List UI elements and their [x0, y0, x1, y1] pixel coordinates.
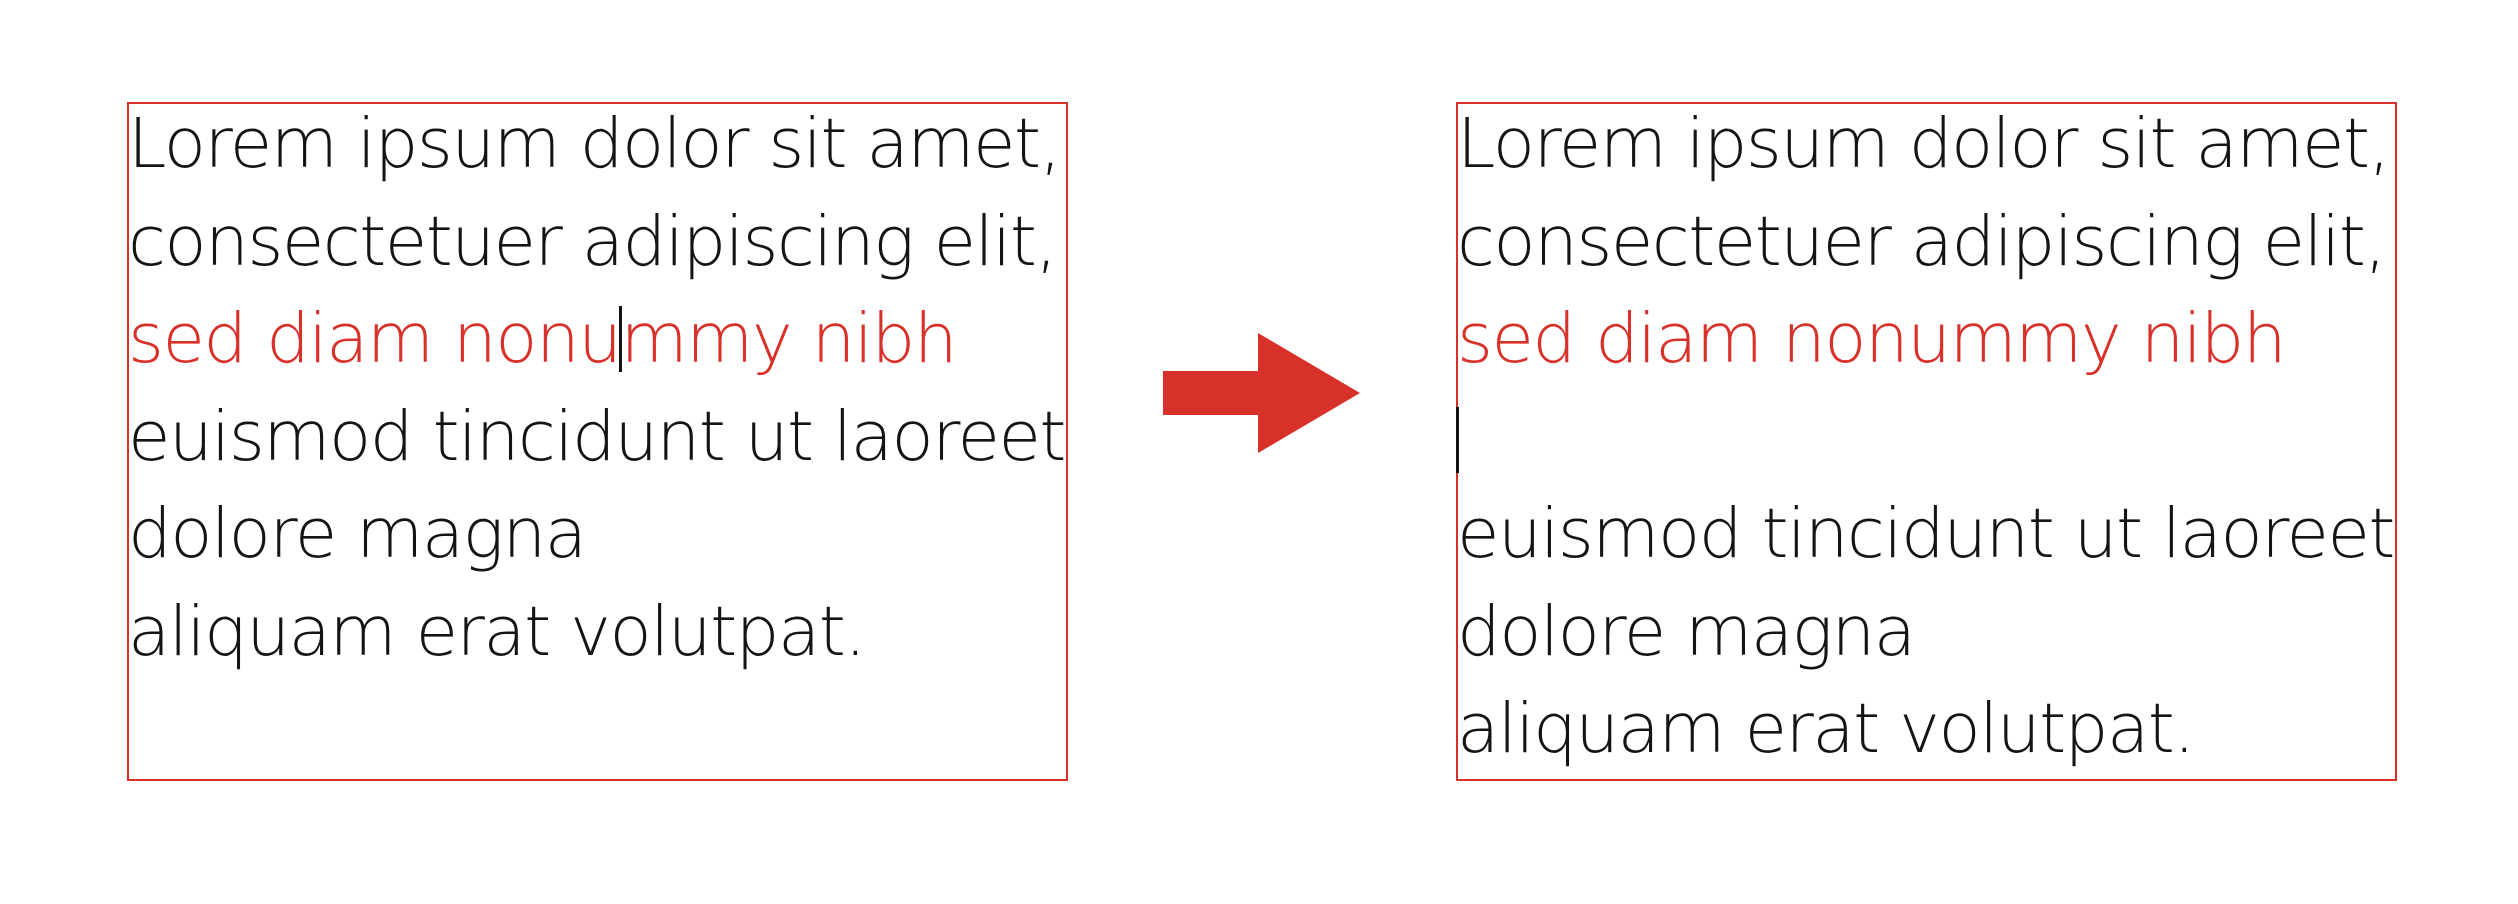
highlighted-text-before-caret: sed diam nonu	[128, 299, 622, 379]
text-block-after[interactable]: Lorem ipsum dolor sit amet, consectetuer…	[1455, 96, 2395, 779]
highlighted-text-after-caret: mmy nibh	[620, 299, 957, 379]
right-arrow-icon	[1163, 333, 1360, 453]
text-line: aliquam erat volutpat.	[128, 591, 866, 672]
text-line: Lorem ipsum dolor sit amet,	[128, 104, 1061, 184]
text-line: dolore magna	[128, 494, 587, 574]
text-line: euismod tincidunt ut laoreet	[128, 396, 1066, 477]
text-frame-before	[127, 102, 1068, 781]
highlighted-line: sed diam nonummy nibh	[128, 291, 1065, 389]
text-line: dolore magna	[1457, 591, 1916, 672]
empty-line	[1455, 389, 2394, 487]
arrow-shape	[1163, 333, 1360, 453]
text-line: consectetuer adipiscing elit,	[128, 201, 1057, 282]
text-caret	[618, 306, 622, 372]
text-line: consectetuer adipiscing elit,	[1457, 201, 2386, 282]
text-block-before[interactable]: Lorem ipsum dolor sit amet, consectetuer…	[128, 96, 1066, 681]
text-line: Lorem ipsum dolor sit amet,	[1457, 104, 2390, 184]
text-line: euismod tincidunt ut laoreet	[1457, 494, 2395, 574]
text-caret	[1455, 406, 1459, 473]
text-line: aliquam erat volutpat.	[1457, 689, 2195, 769]
highlighted-line: sed diam nonummy nibh	[1457, 299, 2287, 379]
